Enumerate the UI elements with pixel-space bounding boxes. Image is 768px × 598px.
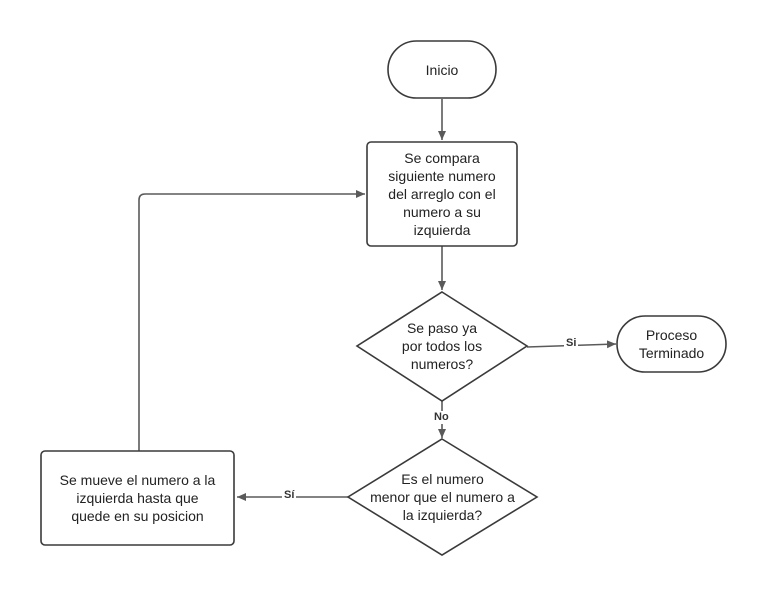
compara-process	[366, 141, 518, 247]
terminado-terminal	[616, 315, 727, 373]
inicio-label: Inicio	[425, 61, 459, 78]
decision-todos-diamond	[355, 291, 529, 402]
decision-menor-label: Es el numero menor que el numero a la iz…	[370, 471, 515, 523]
terminado-label: Proceso Terminado	[638, 327, 705, 361]
compara-label: Se compara siguiente numero del arreglo …	[388, 150, 496, 238]
edge-label-si-terminado: Si	[564, 337, 579, 350]
mueve-process	[40, 450, 235, 546]
mueve-label: Se mueve el numero a la izquierda hasta …	[59, 472, 216, 524]
edge-label-si-mueve: Sí	[282, 489, 297, 502]
inicio-terminal	[387, 40, 497, 99]
edge-label-no: No	[432, 411, 451, 424]
decision-menor-diamond	[346, 438, 539, 556]
decision-todos-label: Se paso ya por todos los numeros?	[401, 320, 483, 372]
connector-loop-back-to-compara	[138, 190, 365, 451]
